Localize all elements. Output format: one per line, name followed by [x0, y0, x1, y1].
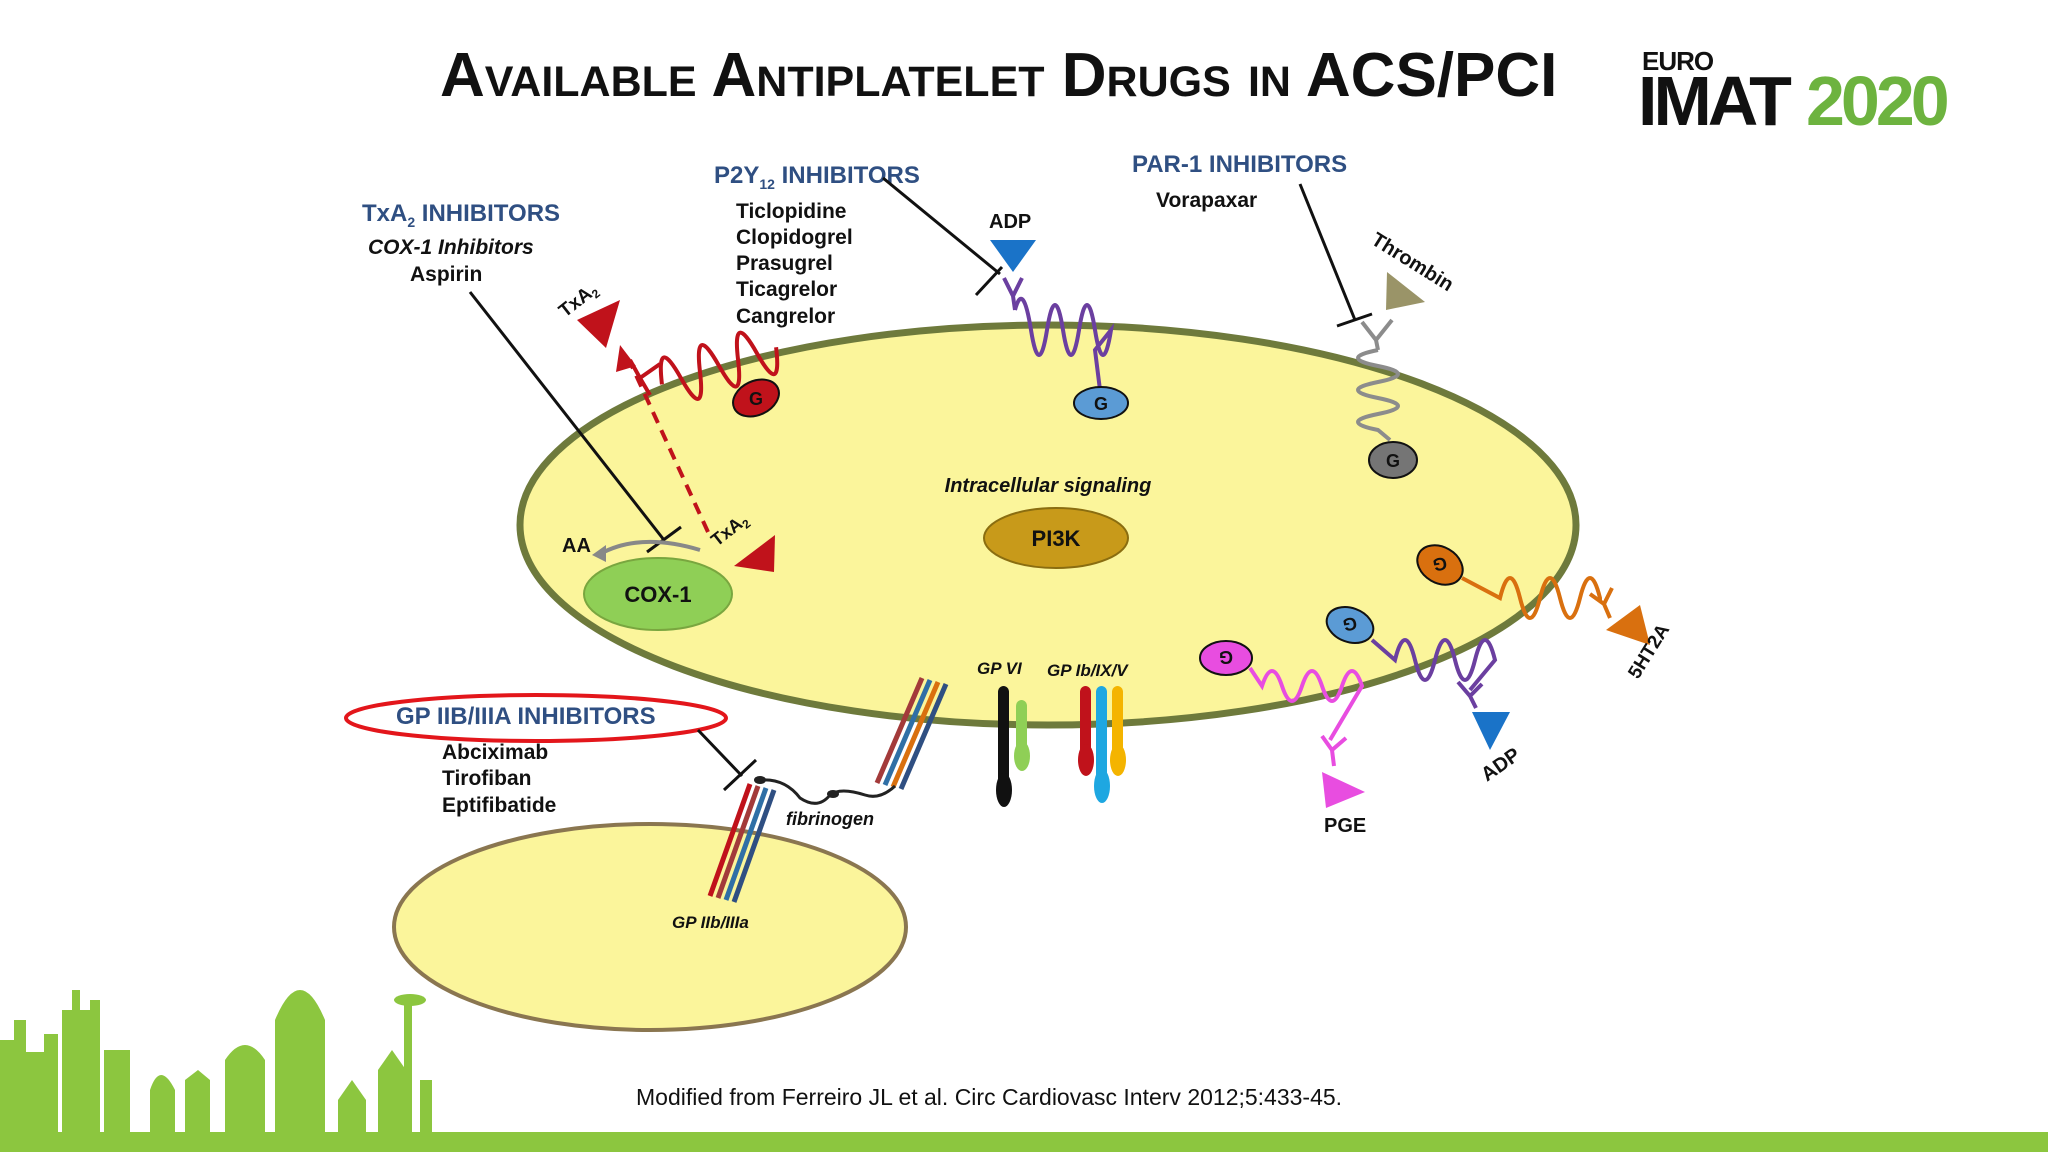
fibrinogen-label: fibrinogen	[786, 809, 874, 829]
citation: Modified from Ferreiro JL et al. Circ Ca…	[636, 1084, 1343, 1110]
skyline-silhouette-icon	[0, 990, 2048, 1152]
gp-ib-ix-v-receptor	[1078, 686, 1126, 803]
svg-text:G: G	[1431, 553, 1448, 575]
pge-label: PGE	[1324, 815, 1366, 837]
par1-receptor	[1356, 318, 1400, 442]
slide-title: Available Antiplatelet Drugs in ACS/PCI	[440, 41, 1558, 110]
txa2-dashed-arrow	[628, 361, 710, 533]
gp-vi-label: GP VI	[977, 659, 1023, 678]
p2y12-receptor	[1002, 277, 1115, 391]
pi3k-node	[983, 507, 1129, 569]
g-protein-txa2: G	[749, 389, 763, 409]
svg-text:G: G	[1094, 394, 1108, 414]
drug-aspirin: Aspirin	[410, 263, 483, 286]
thrombin-ligand	[1386, 272, 1425, 310]
adp-ligand-bottom	[1472, 712, 1510, 750]
logo-imat: IMAT	[1638, 62, 1792, 140]
drug-vorapaxar: Vorapaxar	[1156, 189, 1258, 212]
txa2-ligand-inner	[734, 535, 775, 572]
p2y1-receptor	[1370, 638, 1498, 709]
g-protein-5ht2a	[1416, 544, 1464, 586]
pge-receptor	[1248, 666, 1365, 767]
cox1-label: COX-1	[624, 582, 691, 607]
gp-iib-iiia-upper	[874, 677, 949, 790]
svg-text:G: G	[1386, 451, 1400, 471]
g-protein-p2y12	[1073, 386, 1129, 420]
platelet-cell-second	[392, 822, 908, 1032]
gp-vi-receptor	[996, 686, 1030, 807]
adp-label-top: ADP	[989, 211, 1031, 233]
thrombin-label: Thrombin	[1367, 229, 1457, 297]
txa2-dashed-arrow-head	[616, 345, 636, 372]
adp-ligand-top	[990, 240, 1036, 272]
euroimat-logo: EURO IMAT 2020	[1638, 44, 2008, 138]
par1-inhibitors-header: PAR-1 INHIBITORS	[1132, 151, 1348, 178]
pge-ligand	[1322, 772, 1365, 808]
aa-label: AA	[562, 535, 591, 557]
adp-label-bottom: ADP	[1477, 744, 1524, 786]
txa2-receptor: G	[628, 330, 780, 418]
drug-ticagrelor: Ticagrelor	[736, 278, 838, 301]
fibrinogen-strand	[759, 778, 897, 805]
gp-iib-iiia-lower	[707, 783, 777, 903]
g-protein-par1	[1368, 441, 1418, 479]
logo-year: 2020	[1806, 62, 1950, 140]
gp-iib-label: GP IIb/IIIa	[672, 913, 749, 932]
5ht2a-ligand	[1606, 605, 1650, 645]
txa2-inhibitors-header: TxA2 INHIBITORS	[362, 200, 561, 230]
g-protein-adp-lower	[1325, 606, 1375, 644]
drug-prasugrel: Prasugrel	[736, 252, 833, 275]
p2y12-inhibitors-header: P2Y12 INHIBITORS	[714, 162, 920, 192]
pi3k-label: PI3K	[1032, 526, 1081, 551]
drug-clopidogrel: Clopidogrel	[736, 226, 853, 249]
g-protein-pge	[1199, 640, 1253, 676]
highlight-oval	[344, 693, 728, 743]
logo-euro: EURO	[1642, 46, 1714, 76]
intracellular-signaling-label: Intracellular signaling	[945, 475, 1152, 497]
txa2-ligand-top	[577, 300, 620, 348]
cox1-enzyme	[583, 557, 733, 631]
svg-text:G: G	[1219, 647, 1233, 667]
drug-ticlopidine: Ticlopidine	[736, 200, 847, 223]
inhibition-t-bar-icon	[468, 176, 1373, 792]
drug-cangrelor: Cangrelor	[736, 305, 836, 328]
svg-text:G: G	[1341, 613, 1358, 635]
gp2b3a-inhibitors-header: GP IIB/IIIA INHIBITORS	[396, 703, 656, 730]
cox1-inhibitors-label: COX-1 Inhibitors	[368, 236, 534, 259]
drug-tirofiban: Tirofiban	[442, 767, 532, 790]
drug-abciximab: Abciximab	[442, 741, 549, 764]
5ht2a-receptor	[1461, 576, 1614, 620]
gp-ib-label: GP Ib/IX/V	[1047, 661, 1129, 680]
aa-arrow	[599, 539, 701, 556]
drug-eptifibatide: Eptifibatide	[442, 794, 557, 817]
